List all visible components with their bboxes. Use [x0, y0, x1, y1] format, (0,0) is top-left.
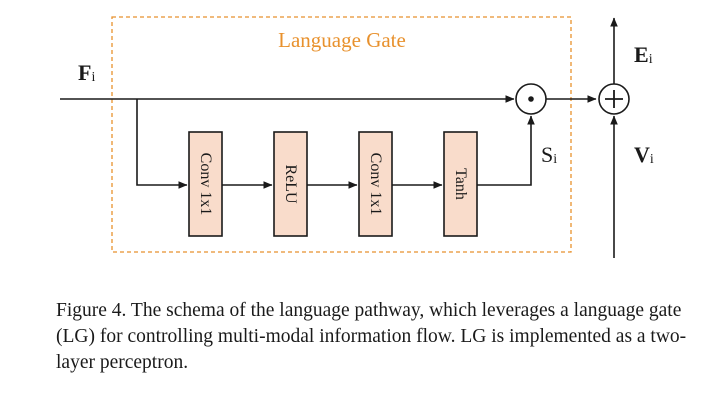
- layer-conv2: Conv 1x1: [358, 131, 393, 237]
- gate-output-label: Si: [541, 142, 557, 167]
- language-gate-box: [111, 16, 572, 253]
- layer-conv2-box: [358, 131, 393, 237]
- branch-arrow: [136, 99, 188, 189]
- layer-conv2-label: Conv 1x1: [367, 153, 384, 216]
- layer-tanh-label: Tanh: [452, 168, 469, 200]
- layer-relu-label: ReLU: [282, 164, 299, 204]
- layer-tanh-box: [443, 131, 478, 237]
- e-output-label: Ei: [634, 42, 653, 67]
- layer-tanh: Tanh: [443, 131, 478, 237]
- layer-relu-box: [273, 131, 308, 237]
- v-input-label: Vi: [634, 142, 654, 167]
- multiply-node: [515, 83, 547, 115]
- multiply-node-dot: [528, 96, 534, 102]
- gate-output-arrow: [477, 115, 535, 186]
- layer-conv1: Conv 1x1: [188, 131, 223, 237]
- layer-conv1-label: Conv 1x1: [197, 153, 214, 216]
- figure-caption: Figure 4. The schema of the language pat…: [56, 300, 687, 373]
- layer-relu: ReLU: [273, 131, 308, 237]
- language-gate-diagram: Language Gate Fi Conv 1x1 ReLU Conv 1x1 …: [60, 16, 654, 258]
- input-label-f: Fi: [78, 60, 95, 85]
- language-gate-label: Language Gate: [278, 28, 406, 52]
- layer-conv1-box: [188, 131, 223, 237]
- add-node: [598, 83, 630, 115]
